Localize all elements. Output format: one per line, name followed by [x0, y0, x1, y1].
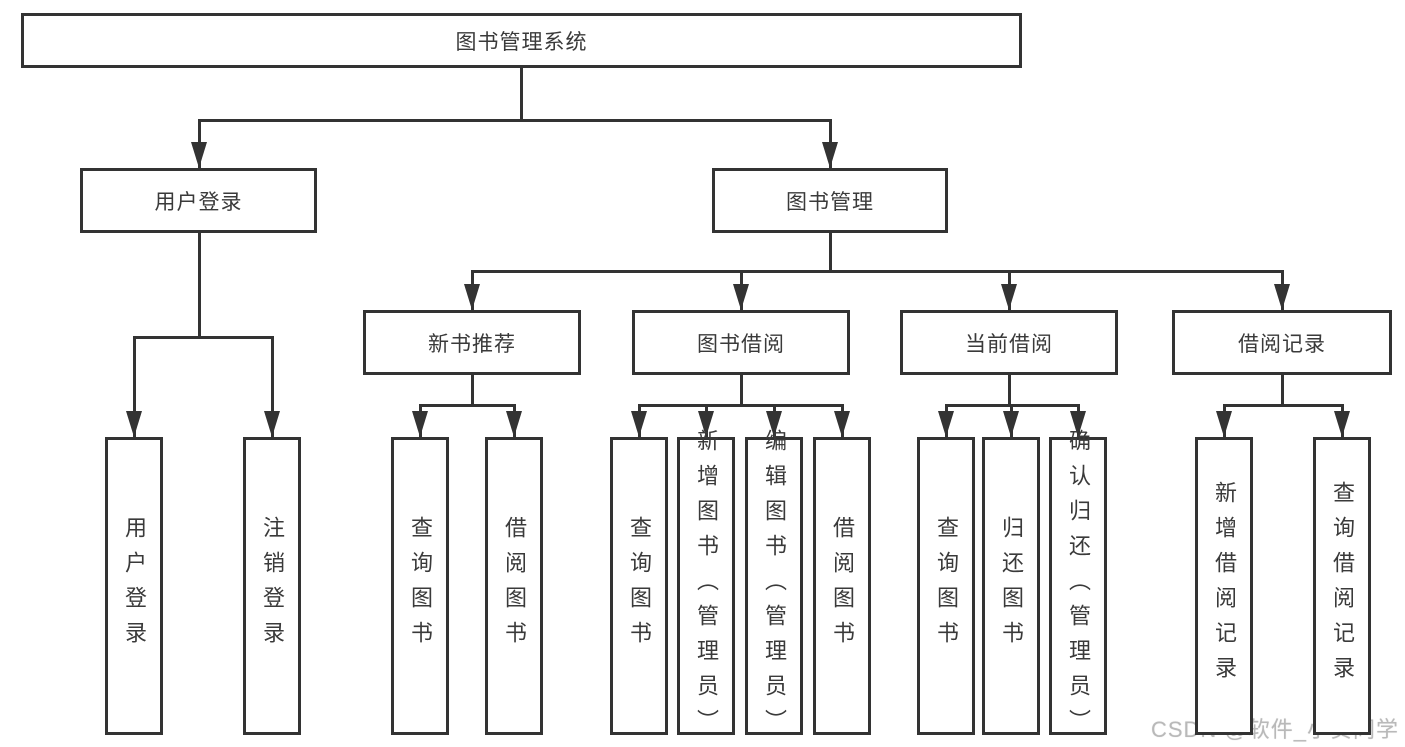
arrow-down-icon: [1274, 284, 1290, 310]
connector-0-stub: [520, 68, 523, 122]
connector-3-stub: [471, 375, 474, 407]
arrow-down-icon: [822, 142, 838, 168]
arrow-down-icon: [938, 411, 954, 437]
node-label: 当前借阅: [965, 332, 1053, 356]
node-library-management-system: 图书管理系统: [21, 13, 1022, 68]
arrow-down-icon: [412, 411, 428, 437]
arrow-down-icon: [191, 142, 207, 168]
node-borrowing-records: 借阅记录: [1172, 310, 1392, 375]
connector-0-rail: [198, 119, 832, 122]
connector-1-drop-0: [133, 336, 136, 437]
leaf-add-borrow-record: 新增借阅记录: [1195, 437, 1253, 735]
connector-1-drop-1: [271, 336, 274, 437]
leaf-add-book-admin: 新增图书（管理员）: [677, 429, 735, 744]
connector-2-stub: [829, 233, 832, 273]
arrow-down-icon: [1216, 411, 1232, 437]
node-label: 借阅记录: [1238, 332, 1326, 356]
arrow-down-icon: [698, 411, 714, 437]
node-label: 归还图书: [999, 516, 1024, 656]
arrow-down-icon: [264, 411, 280, 437]
arrow-down-icon: [834, 411, 850, 437]
arrow-down-icon: [631, 411, 647, 437]
arrow-down-icon: [506, 411, 522, 437]
leaf-return-book: 归还图书: [982, 437, 1040, 735]
node-label: 新书推荐: [428, 332, 516, 356]
arrow-down-icon: [766, 411, 782, 437]
node-current-borrowing: 当前借阅: [900, 310, 1118, 375]
arrow-down-icon: [126, 411, 142, 437]
connector-4-rail: [638, 404, 844, 407]
node-label: 借阅图书: [502, 516, 527, 656]
connector-1-stub: [198, 233, 201, 339]
node-label: 查询借阅记录: [1330, 481, 1355, 691]
node-label: 注销登录: [260, 516, 285, 656]
node-label: 确认归还（管理员）: [1066, 428, 1091, 744]
leaf-logout: 注销登录: [243, 437, 301, 735]
node-label: 图书管理系统: [455, 30, 588, 54]
node-new-book-recommend: 新书推荐: [363, 310, 581, 375]
node-book-borrowing: 图书借阅: [632, 310, 850, 375]
arrow-down-icon: [1070, 411, 1086, 437]
node-label: 新增图书（管理员）: [694, 428, 719, 744]
node-user-login: 用户登录: [80, 168, 317, 233]
arrow-down-icon: [1003, 411, 1019, 437]
node-label: 查询图书: [934, 516, 959, 656]
node-label: 图书管理: [786, 190, 874, 214]
leaf-edit-book-admin: 编辑图书（管理员）: [745, 429, 803, 744]
leaf-borrow-books-recommend: 借阅图书: [485, 437, 543, 735]
node-label: 借阅图书: [830, 516, 855, 656]
arrow-down-icon: [464, 284, 480, 310]
node-label: 用户登录: [154, 190, 243, 214]
node-label: 新增借阅记录: [1212, 481, 1237, 691]
leaf-query-books-borrowing: 查询图书: [610, 437, 668, 735]
node-label: 查询图书: [627, 516, 652, 656]
arrow-down-icon: [1334, 411, 1350, 437]
connector-4-stub: [740, 375, 743, 407]
arrow-down-icon: [1001, 284, 1017, 310]
leaf-confirm-return-admin: 确认归还（管理员）: [1049, 429, 1107, 744]
connector-2-rail: [471, 270, 1284, 273]
arrow-down-icon: [733, 284, 749, 310]
node-label: 查询图书: [408, 516, 433, 656]
connector-5-stub: [1008, 375, 1011, 407]
connector-6-rail: [1223, 404, 1344, 407]
leaf-borrow-books-borrowing: 借阅图书: [813, 437, 871, 735]
leaf-query-books-current: 查询图书: [917, 437, 975, 735]
leaf-query-books-recommend: 查询图书: [391, 437, 449, 735]
connector-6-stub: [1281, 375, 1284, 407]
connector-3-rail: [419, 404, 516, 407]
node-label: 图书借阅: [697, 332, 785, 356]
leaf-query-borrow-record: 查询借阅记录: [1313, 437, 1371, 735]
node-label: 编辑图书（管理员）: [762, 428, 787, 744]
leaf-user-login: 用户登录: [105, 437, 163, 735]
node-label: 用户登录: [122, 516, 147, 656]
node-book-management: 图书管理: [712, 168, 948, 233]
connector-1-rail: [133, 336, 274, 339]
